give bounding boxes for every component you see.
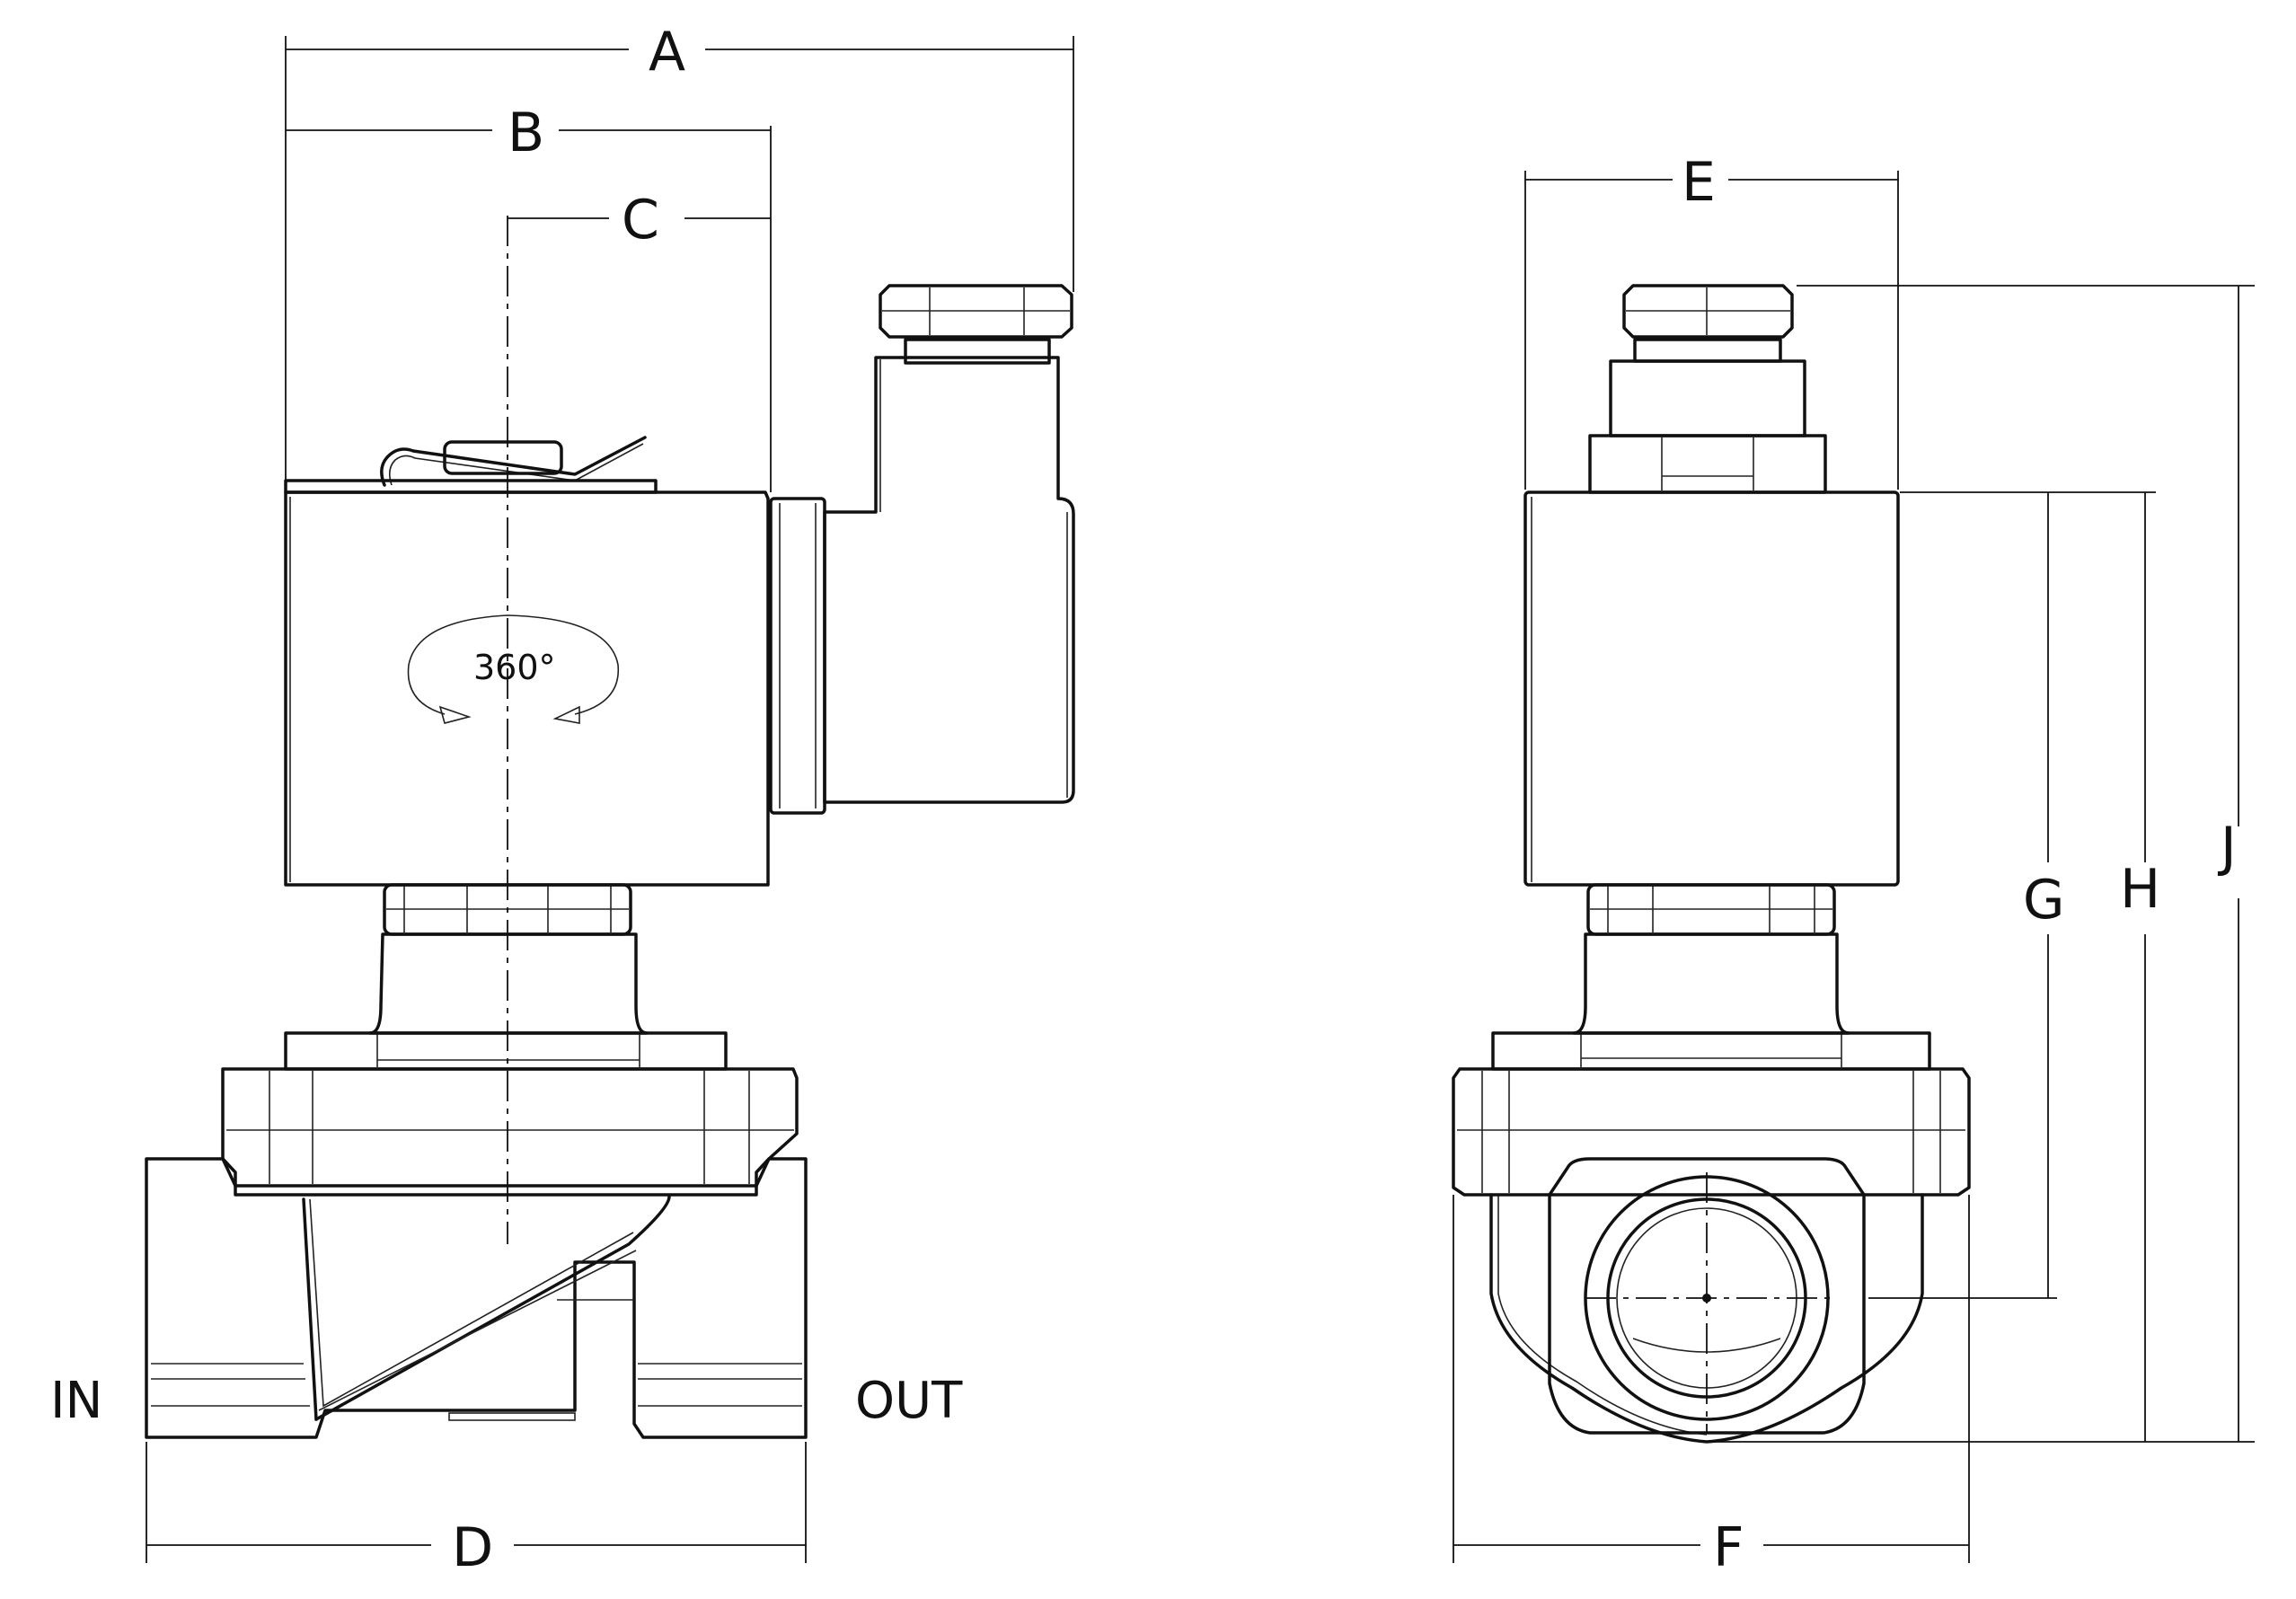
hex-nut-front [1586,883,1836,936]
dimension-label-h: H [2120,858,2160,921]
valve-body-side [145,1157,808,1439]
dimension-label-d: D [452,1516,493,1579]
bonnet-front [1452,1031,1971,1197]
connector-front [1588,284,1827,494]
dimension-label-a: A [649,21,685,84]
connector-side [769,284,1075,815]
dimension-label-f: F [1713,1516,1744,1579]
outlet-label: OUT [855,1372,963,1430]
front-view: E F G H J [1452,151,2255,1579]
dimension-label-e: E [1682,151,1716,214]
dimension-label-j: J [2217,816,2237,879]
dimension-label-c: C [622,189,659,252]
spring-clip [380,436,647,487]
dimension-label-g: G [2023,869,2065,932]
rotation-label: 360° [473,648,556,687]
stem-base-side [368,932,649,1035]
dimension-label-b: B [508,102,544,164]
side-view: 360° A B C D IN OUT [50,21,1075,1579]
dimension-lines-front [1453,171,2255,1563]
stem-base-front [1572,932,1850,1035]
rotation-indicator [407,614,620,724]
coil-front [1523,490,1900,887]
inlet-label: IN [50,1372,102,1430]
bonnet-side [221,1031,799,1188]
dimension-lines-side [146,36,1074,1563]
